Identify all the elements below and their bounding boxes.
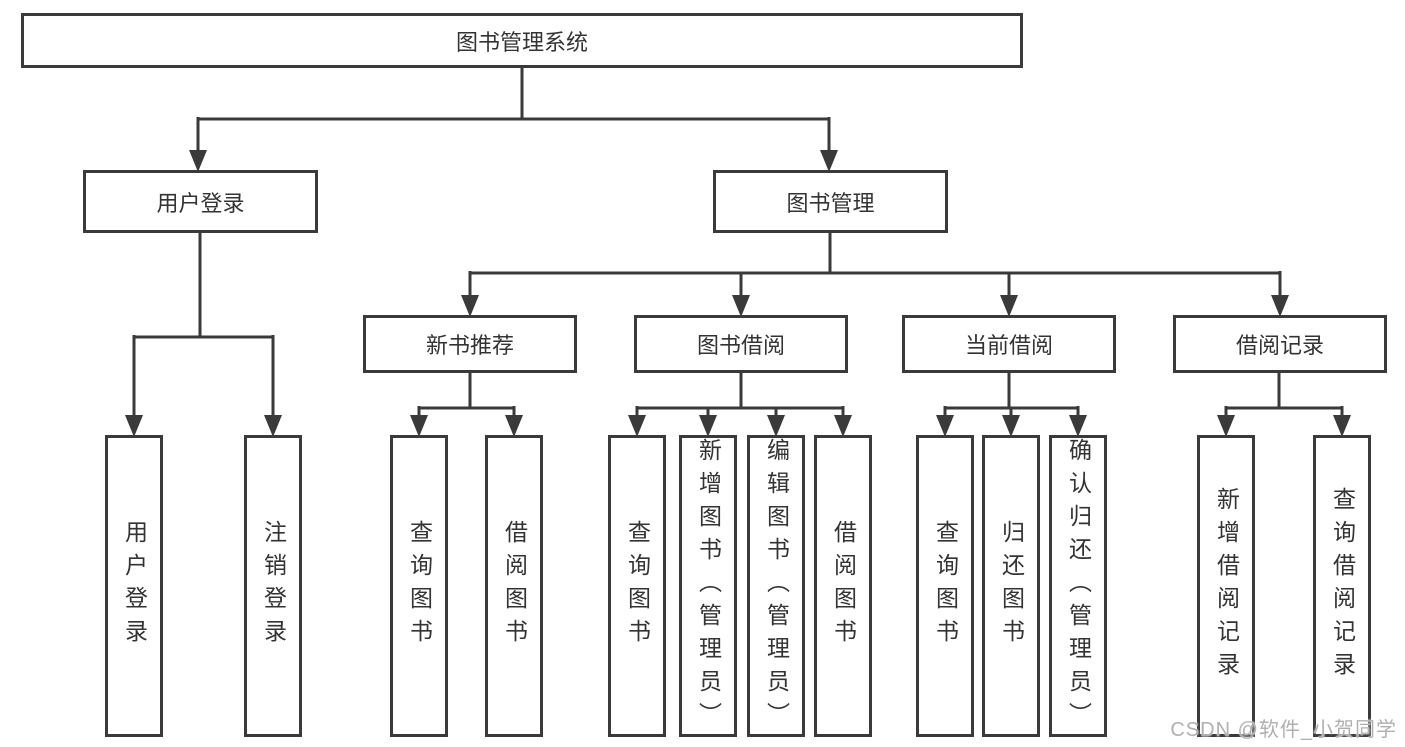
leaf-logout-label: 注销登录 bbox=[260, 520, 287, 652]
leaf-borrow-query-books-label: 查询图书 bbox=[624, 520, 651, 652]
leaf-current-query-books: 查询图书 bbox=[916, 435, 974, 737]
leaf-query-borrow-record-label: 查询借阅记录 bbox=[1329, 487, 1356, 685]
node-user-login-label: 用户登录 bbox=[156, 190, 245, 216]
node-borrow-records: 借阅记录 bbox=[1173, 315, 1387, 373]
node-book-borrow-label: 图书借阅 bbox=[696, 333, 785, 358]
leaf-borrow-borrow-books-label: 借阅图书 bbox=[830, 520, 857, 652]
leaf-logout: 注销登录 bbox=[244, 435, 302, 737]
node-borrow-records-label: 借阅记录 bbox=[1235, 333, 1324, 358]
leaf-add-borrow-record-label: 新增借阅记录 bbox=[1213, 487, 1240, 685]
leaf-confirm-return-admin: 确认归还（管理员） bbox=[1049, 435, 1107, 737]
node-current-borrow-label: 当前借阅 bbox=[964, 333, 1053, 358]
leaf-query-borrow-record: 查询借阅记录 bbox=[1313, 435, 1371, 737]
node-book-management-label: 图书管理 bbox=[786, 190, 875, 216]
leaf-add-book-admin: 新增图书（管理员） bbox=[679, 435, 737, 737]
node-user-login: 用户登录 bbox=[83, 170, 318, 233]
csdn-watermark: CSDN @软件_小贺同学 bbox=[1170, 719, 1397, 741]
leaf-recommend-query-books: 查询图书 bbox=[390, 435, 448, 737]
node-book-borrow: 图书借阅 bbox=[634, 315, 848, 373]
leaf-current-query-books-label: 查询图书 bbox=[932, 520, 959, 652]
node-current-borrow: 当前借阅 bbox=[902, 315, 1116, 373]
node-root: 图书管理系统 bbox=[21, 13, 1023, 68]
leaf-edit-book-admin: 编辑图书（管理员） bbox=[747, 435, 805, 737]
leaf-add-borrow-record: 新增借阅记录 bbox=[1197, 435, 1255, 737]
leaf-return-books: 归还图书 bbox=[982, 435, 1040, 737]
leaf-confirm-return-admin-label: 确认归还（管理员） bbox=[1065, 438, 1092, 735]
node-new-book-recommend-label: 新书推荐 bbox=[425, 333, 514, 358]
leaf-user-login: 用户登录 bbox=[105, 435, 163, 737]
leaf-add-book-admin-label: 新增图书（管理员） bbox=[695, 438, 722, 735]
node-book-management: 图书管理 bbox=[713, 170, 948, 233]
leaf-edit-book-admin-label: 编辑图书（管理员） bbox=[763, 438, 790, 735]
leaf-return-books-label: 归还图书 bbox=[998, 520, 1025, 652]
leaf-recommend-borrow-books: 借阅图书 bbox=[485, 435, 543, 737]
node-new-book-recommend: 新书推荐 bbox=[363, 315, 577, 373]
leaf-recommend-query-books-label: 查询图书 bbox=[406, 520, 433, 652]
leaf-borrow-query-books: 查询图书 bbox=[608, 435, 666, 737]
node-root-label: 图书管理系统 bbox=[455, 29, 588, 55]
leaf-borrow-borrow-books: 借阅图书 bbox=[814, 435, 872, 737]
leaf-user-login-label: 用户登录 bbox=[121, 520, 148, 652]
leaf-recommend-borrow-books-label: 借阅图书 bbox=[501, 520, 528, 652]
